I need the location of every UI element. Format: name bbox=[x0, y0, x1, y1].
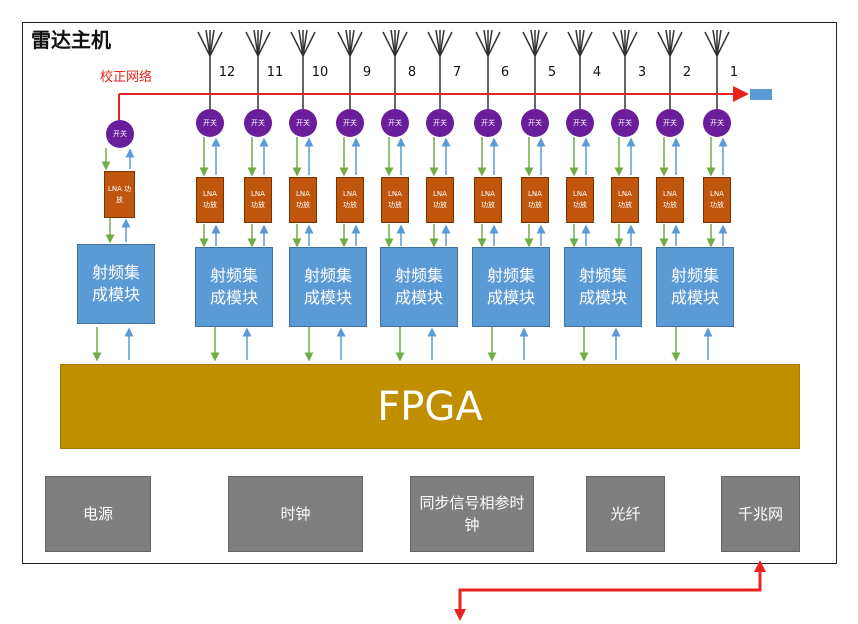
antenna-number: 3 bbox=[637, 65, 647, 80]
lna-amplifier: LNA 功放 bbox=[381, 177, 409, 223]
antenna-icon bbox=[290, 29, 316, 109]
gigabit-link-arrowhead-up bbox=[754, 560, 766, 572]
diagram-title: 雷达主机 bbox=[31, 28, 111, 52]
rf-module: 射频集成模块 bbox=[564, 247, 642, 327]
antenna-number: 12 bbox=[218, 65, 236, 80]
lna-amplifier: LNA 功放 bbox=[289, 177, 317, 223]
antenna-array bbox=[197, 29, 730, 109]
calibration-output-port bbox=[750, 89, 772, 100]
antenna-icon bbox=[337, 29, 363, 109]
antenna-number: 10 bbox=[311, 65, 329, 80]
antenna-icon bbox=[382, 29, 408, 109]
gigabit-network-block: 千兆网 bbox=[721, 476, 800, 552]
calibration-switch-node: 开关 bbox=[106, 120, 134, 148]
antenna-icon bbox=[567, 29, 593, 109]
gigabit-link-arrow bbox=[458, 565, 762, 615]
antenna-number: 4 bbox=[592, 65, 602, 80]
power-block: 电源 bbox=[45, 476, 151, 552]
switch-node: 开关 bbox=[521, 109, 549, 137]
lna-amplifier: LNA 功放 bbox=[336, 177, 364, 223]
antenna-number: 5 bbox=[547, 65, 557, 80]
lna-amplifier: LNA 功放 bbox=[521, 177, 549, 223]
antenna-number: 6 bbox=[500, 65, 510, 80]
switch-node: 开关 bbox=[426, 109, 454, 137]
switch-node: 开关 bbox=[289, 109, 317, 137]
switch-node: 开关 bbox=[611, 109, 639, 137]
switch-node: 开关 bbox=[474, 109, 502, 137]
antenna-icon bbox=[522, 29, 548, 109]
calibration-network-label: 校正网络 bbox=[100, 70, 153, 85]
fpga-block: FPGA bbox=[60, 364, 800, 449]
rf-module: 射频集成模块 bbox=[289, 247, 367, 327]
lna-amplifier: LNA 功放 bbox=[566, 177, 594, 223]
antenna-icon bbox=[475, 29, 501, 109]
switch-node: 开关 bbox=[656, 109, 684, 137]
clock-block: 时钟 bbox=[228, 476, 363, 552]
lna-amplifier: LNA 功放 bbox=[196, 177, 224, 223]
antenna-icon bbox=[657, 29, 683, 109]
antenna-number: 9 bbox=[362, 65, 372, 80]
lna-amplifier: LNA 功放 bbox=[474, 177, 502, 223]
switch-node: 开关 bbox=[336, 109, 364, 137]
fiber-block: 光纤 bbox=[586, 476, 665, 552]
antenna-number: 1 bbox=[729, 65, 739, 80]
antenna-number: 11 bbox=[266, 65, 284, 80]
switch-node: 开关 bbox=[566, 109, 594, 137]
calibration-rf-module: 射频集成模块 bbox=[77, 244, 155, 324]
antenna-icon bbox=[197, 29, 223, 109]
rf-module: 射频集成模块 bbox=[380, 247, 458, 327]
antenna-icon bbox=[427, 29, 453, 109]
antenna-icon bbox=[245, 29, 271, 109]
antenna-number: 2 bbox=[682, 65, 692, 80]
rf-module: 射频集成模块 bbox=[195, 247, 273, 327]
antenna-number: 8 bbox=[407, 65, 417, 80]
lna-amplifier: LNA 功放 bbox=[656, 177, 684, 223]
lna-amplifier: LNA 功放 bbox=[611, 177, 639, 223]
antenna-number: 7 bbox=[452, 65, 462, 80]
lna-amplifier: LNA 功放 bbox=[703, 177, 731, 223]
sync-signal-clock-block: 同步信号相参时钟 bbox=[410, 476, 534, 552]
switch-node: 开关 bbox=[196, 109, 224, 137]
switch-node: 开关 bbox=[244, 109, 272, 137]
rf-module: 射频集成模块 bbox=[472, 247, 550, 327]
switch-node: 开关 bbox=[703, 109, 731, 137]
rf-module: 射频集成模块 bbox=[656, 247, 734, 327]
antenna-icon bbox=[704, 29, 730, 109]
lna-amplifier: LNA 功放 bbox=[426, 177, 454, 223]
calibration-lna-amplifier: LNA 功放 bbox=[104, 171, 135, 218]
antenna-icon bbox=[612, 29, 638, 109]
switch-node: 开关 bbox=[381, 109, 409, 137]
signal-arrows bbox=[92, 137, 728, 362]
lna-amplifier: LNA 功放 bbox=[244, 177, 272, 223]
gigabit-link-arrowhead-down bbox=[454, 609, 466, 621]
radar-host-frame bbox=[22, 22, 837, 564]
